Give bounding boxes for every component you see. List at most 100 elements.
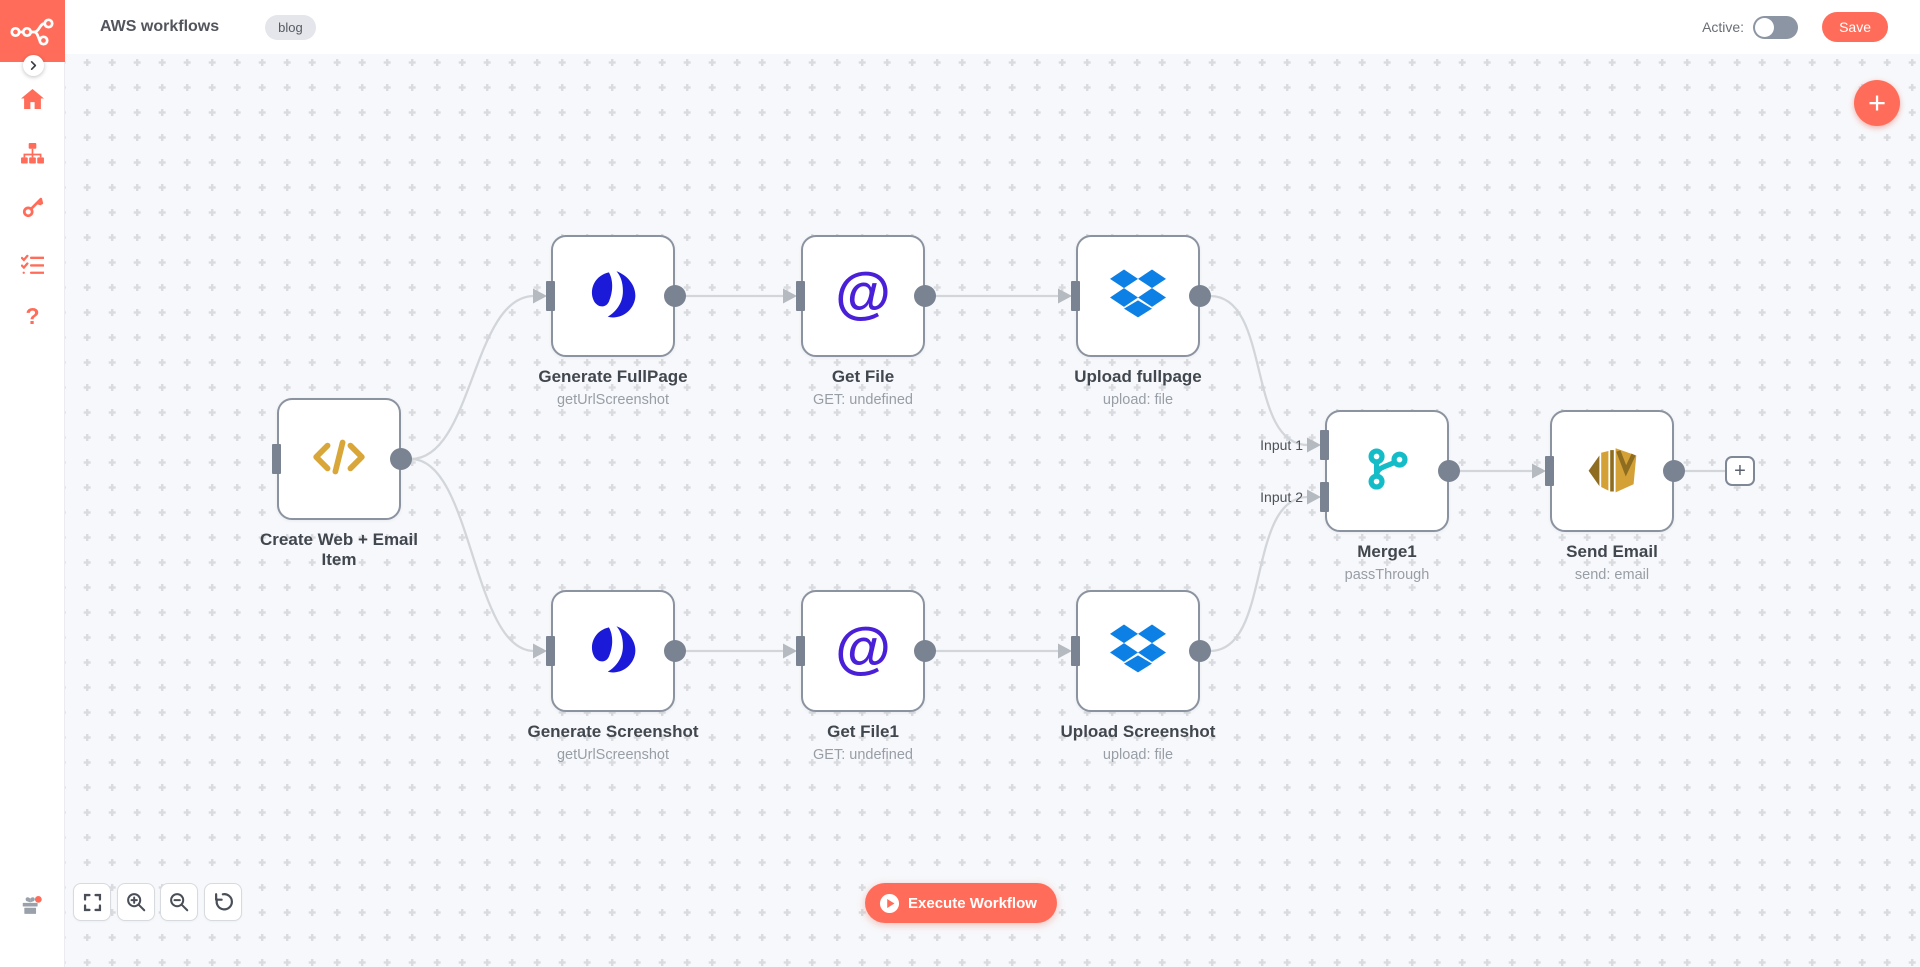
node-sublabel: passThrough [1344,567,1430,583]
connection-wire [410,294,535,461]
workflow-node-sendEmail[interactable]: Send Email send: email [1545,410,1685,583]
connection-arrow [1058,643,1072,659]
add-node-button[interactable]: + [1854,80,1900,126]
output-handle[interactable] [390,448,412,470]
connection-wire [410,457,535,653]
node-box[interactable] [551,590,675,712]
workflow-node-merge[interactable]: Merge1 passThrough [1320,410,1460,583]
play-icon [879,893,900,913]
output-handle[interactable] [1189,640,1211,662]
connection-arrow [1532,463,1546,479]
node-label: Send Email [1566,542,1658,561]
aws-ses-icon [1585,442,1639,501]
node-box[interactable] [277,398,401,520]
node-label: Get File [831,367,895,386]
workflow-title[interactable]: AWS workflows [100,18,220,35]
node-label: Merge1 [1357,542,1417,561]
node-sublabel: send: email [1574,567,1650,583]
connection-arrow [1307,437,1321,453]
input-handle-0[interactable] [1071,281,1080,311]
output-handle[interactable] [914,285,936,307]
input-port-label: Input 2 [1260,489,1303,505]
http-icon: @ [835,615,891,680]
toggle-knob [1755,17,1775,37]
node-sublabel: GET: undefined [813,747,913,763]
gift-icon[interactable] [21,895,42,921]
zoom-in-button[interactable] [116,883,155,921]
workflow-node-uploadScreenshot[interactable]: Upload Screenshot upload: file [1061,590,1215,763]
connection-arrow [1307,489,1321,505]
workflows-icon[interactable] [0,138,65,168]
input-handle-0[interactable] [796,281,805,311]
code-icon [312,434,366,485]
input-handle-0[interactable] [546,636,555,666]
screenshot-icon [585,266,641,327]
output-handle[interactable] [914,640,936,662]
reset-zoom-button[interactable] [203,883,242,921]
output-handle[interactable] [664,285,686,307]
http-icon: @ [835,260,891,325]
input-handle-0[interactable] [546,281,555,311]
input-handle-0[interactable] [1320,430,1329,460]
node-label: Upload Screenshot [1060,722,1216,741]
node-box[interactable] [1325,410,1449,532]
output-handle[interactable] [1438,460,1460,482]
active-toggle[interactable] [1753,15,1799,39]
top-bar: AWS workflows blog Active: Save [65,0,1920,54]
screenshot-icon [585,621,641,682]
execute-workflow-label: Execute Workflow [908,894,1037,912]
workflow-tag[interactable]: blog [265,14,316,40]
fit-view-button[interactable] [73,883,111,921]
input-port-label: Input 1 [1260,437,1303,453]
input-handle-0[interactable] [1545,456,1554,486]
input-handle-0[interactable] [272,444,281,474]
connection-arrow [1058,288,1072,304]
node-box[interactable] [551,235,675,357]
node-sublabel: upload: file [1102,747,1174,763]
input-handle-1[interactable] [1320,482,1329,512]
node-label: Generate Screenshot [527,722,699,741]
node-box[interactable]: @ [801,235,925,357]
input-handle-0[interactable] [1071,636,1080,666]
node-box[interactable] [1076,235,1200,357]
n8n-logo[interactable] [0,0,65,62]
connection-arrow [533,643,547,659]
node-box[interactable] [1076,590,1200,712]
save-button[interactable]: Save [1822,12,1888,42]
output-handle[interactable] [1189,285,1211,307]
chevron-right-icon[interactable] [23,55,44,76]
credentials-icon[interactable] [0,192,65,222]
connection-wire [1209,495,1309,653]
connection-arrow [783,288,797,304]
workflow-node-create[interactable]: Create Web + Email Item [260,398,418,569]
merge-icon [1363,445,1411,498]
node-sublabel: getUrlScreenshot [556,392,670,408]
home-icon[interactable] [0,84,65,114]
workflow-node-genScreenshot[interactable]: Generate Screenshot getUrlScreenshot [527,590,699,763]
output-handle[interactable] [664,640,686,662]
node-sublabel: GET: undefined [813,392,913,408]
connection-wire [1209,294,1309,447]
active-label: Active: [1702,19,1745,35]
execute-workflow-button[interactable]: Execute Workflow [865,883,1057,923]
connection-arrow [783,643,797,659]
help-icon[interactable]: ? [25,302,40,329]
node-box[interactable] [1550,410,1674,532]
connection-arrow [533,288,547,304]
zoom-out-button[interactable] [160,883,198,921]
node-sublabel: getUrlScreenshot [556,747,670,763]
executions-icon[interactable] [0,249,65,279]
append-node-button[interactable]: + [1725,456,1755,486]
sidebar: ? [0,0,65,967]
dropbox-icon [1110,624,1166,679]
output-handle[interactable] [1663,460,1685,482]
input-handle-0[interactable] [796,636,805,666]
node-box[interactable]: @ [801,590,925,712]
node-label: Create Web + Email Item [260,530,418,570]
canvas-zoom-controls [73,883,247,921]
